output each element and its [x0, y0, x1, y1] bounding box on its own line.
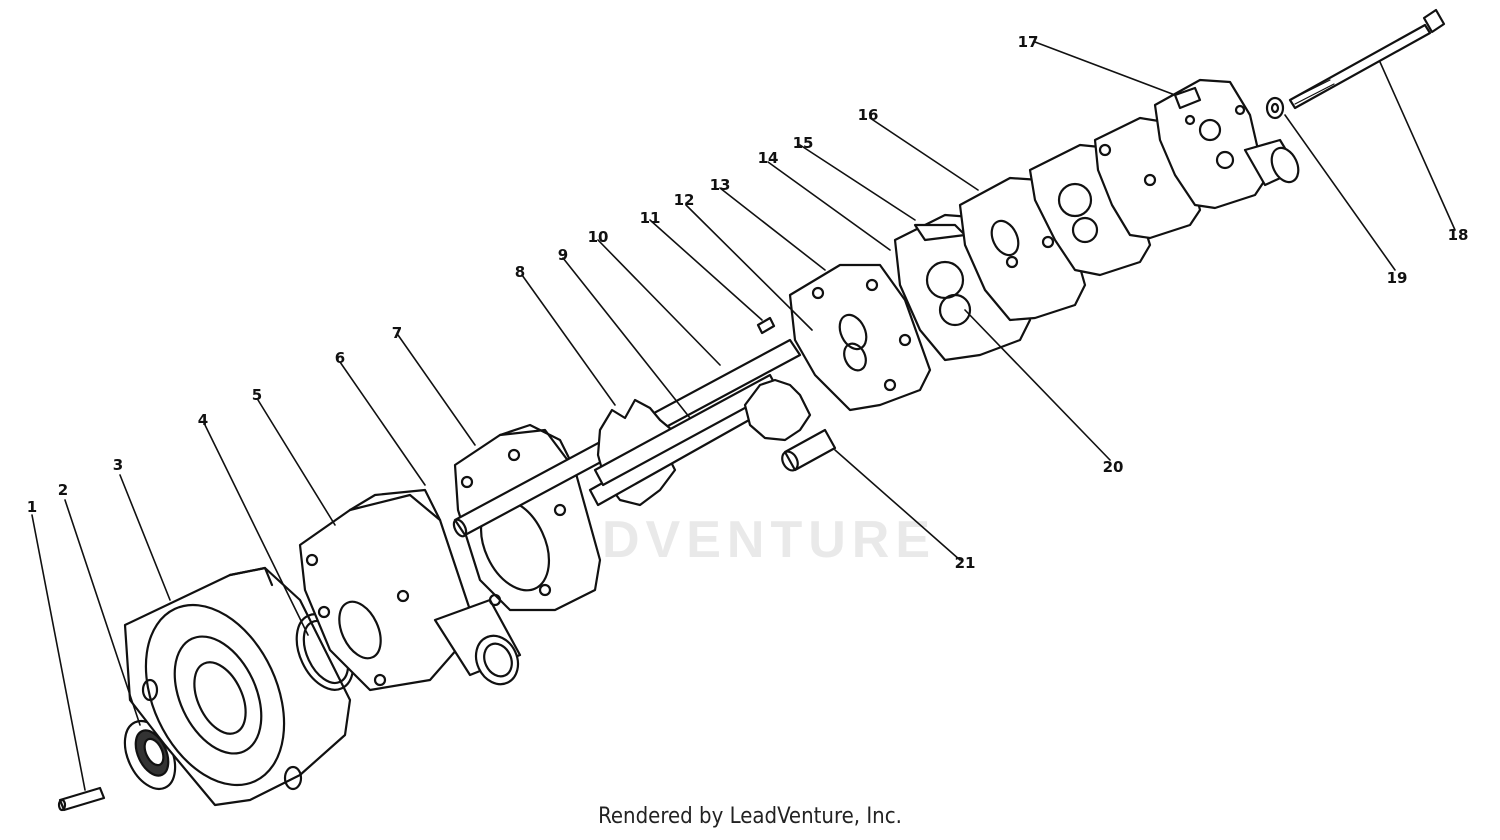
callout-16: 16	[857, 106, 879, 124]
callout-8: 8	[514, 263, 526, 281]
callout-10: 10	[587, 228, 609, 246]
callout-11: 11	[639, 209, 661, 227]
part-21-dowel-pin	[781, 428, 837, 472]
callout-20: 20	[1102, 458, 1124, 476]
part-19-washer	[1265, 96, 1285, 120]
part-11-key	[756, 316, 776, 335]
callout-17: 17	[1017, 33, 1039, 51]
callout-6: 6	[334, 349, 346, 367]
callout-13: 13	[709, 176, 731, 194]
part-3-housing	[123, 566, 352, 807]
callout-9: 9	[557, 246, 569, 264]
callout-7: 7	[391, 324, 403, 342]
part-5-body	[298, 488, 522, 692]
callout-14: 14	[757, 149, 779, 167]
part-1-pin	[57, 786, 106, 812]
footer-credit: Rendered by LeadVenture, Inc.	[598, 804, 902, 829]
callout-1: 1	[26, 498, 38, 516]
part-2-seal	[123, 719, 177, 791]
part-18-bolt	[1288, 8, 1446, 110]
part-17-rear-cover	[1153, 78, 1300, 210]
callout-12: 12	[673, 191, 695, 209]
callout-21: 21	[954, 554, 976, 572]
callout-5: 5	[251, 386, 263, 404]
callout-18: 18	[1447, 226, 1469, 244]
part-13-plate	[788, 263, 932, 412]
callout-19: 19	[1386, 269, 1408, 287]
callout-15: 15	[792, 134, 814, 152]
part-10-idler-gear	[743, 378, 812, 442]
leader-lines	[31, 41, 1456, 791]
callout-2: 2	[57, 481, 69, 499]
callout-3: 3	[112, 456, 124, 474]
callout-4: 4	[197, 411, 209, 429]
